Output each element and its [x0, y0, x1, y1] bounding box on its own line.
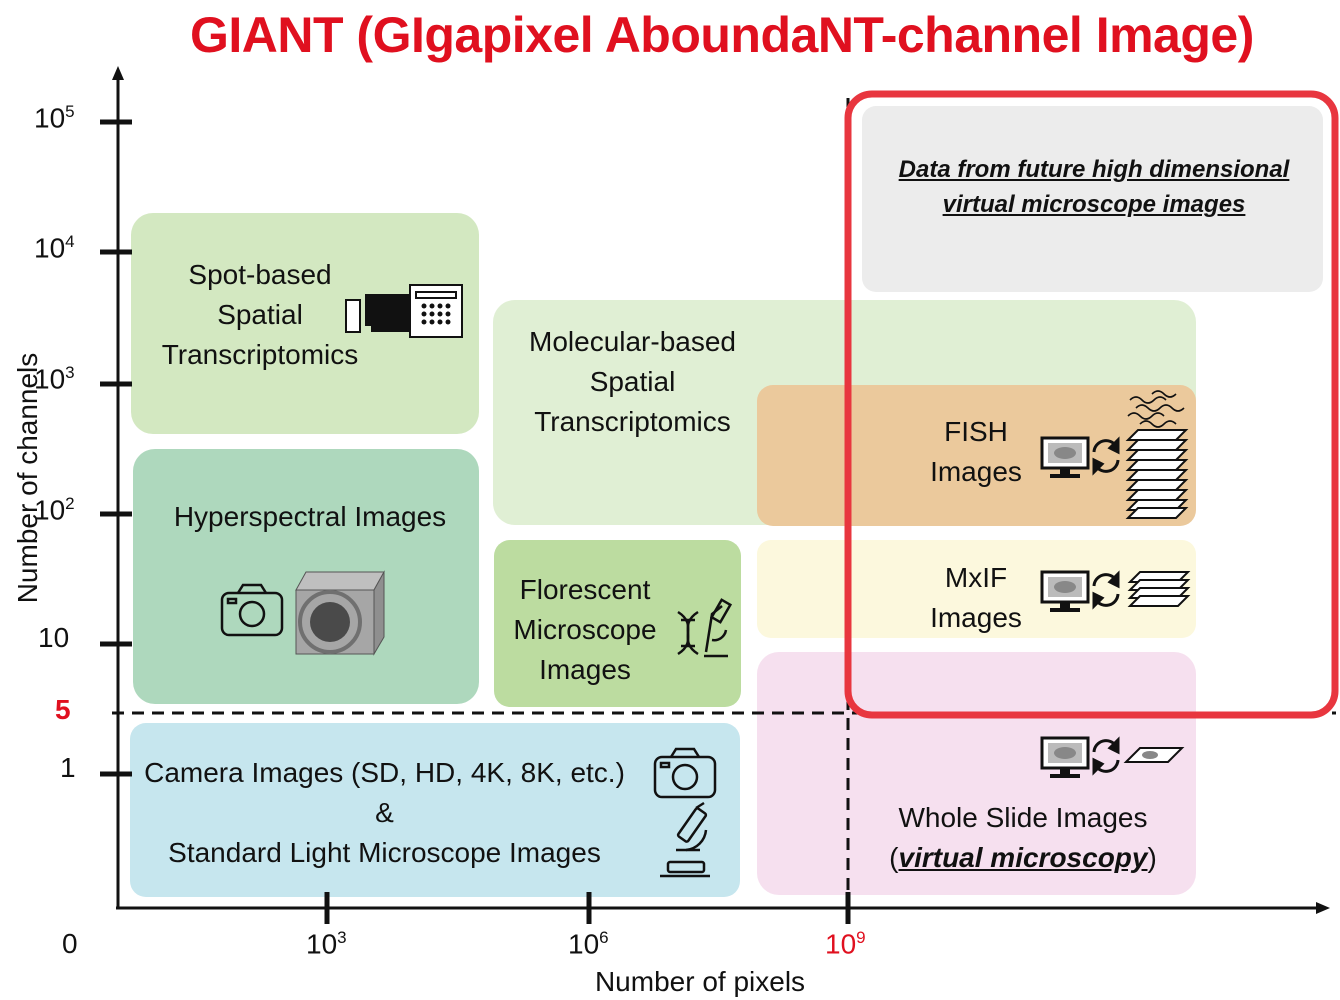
sync-arrows-icon	[1092, 736, 1120, 776]
y-axis-title: Number of channels	[12, 352, 43, 604]
microscope-icon	[660, 801, 710, 878]
sync-arrows-icon	[1092, 436, 1120, 476]
camera-label: Camera Images (SD, HD, 4K, 8K, etc.)&Sta…	[144, 757, 625, 868]
y-tick-label-1: 1	[60, 752, 76, 783]
x-tick-label-0: 0	[62, 928, 78, 959]
x-axis	[116, 902, 1330, 914]
hyperspectral-label: Hyperspectral Images	[173, 501, 447, 532]
virtual-microscopy-text: virtual microscopy	[898, 842, 1148, 873]
y-tick-label-10e2: 102	[34, 494, 75, 526]
y-tick-label-10e5: 105	[34, 102, 75, 134]
y-tick-label-10: 10	[38, 622, 70, 653]
camera-region	[130, 723, 740, 897]
y-tick-label-10e3: 103	[34, 363, 75, 395]
x-tick-label-10e9: 109	[825, 928, 866, 960]
monitor-icon	[1040, 736, 1090, 778]
giant-highlight-box	[844, 90, 1339, 719]
wavy-lines-icon	[1127, 390, 1185, 428]
slide-icon	[1123, 747, 1185, 763]
y-axis	[112, 66, 124, 908]
monitor-icon	[1040, 570, 1090, 612]
y-tick-label-5: 5	[55, 694, 71, 725]
x-tick-label-10e6: 106	[568, 928, 609, 960]
camera-icon	[653, 747, 717, 799]
hyperspectral-cube-icon	[295, 570, 385, 656]
computer-sequencer-icon	[345, 284, 463, 338]
y-tick-label-10e4: 104	[34, 232, 75, 264]
wsi-region	[757, 652, 1196, 895]
dna-microscope-icon	[677, 598, 733, 658]
x-tick-marks	[324, 892, 851, 924]
figure-title: GIANT (GIgapixel AboundaNT-channel Image…	[190, 7, 1254, 63]
wsi-label: Whole Slide Images (virtual microscopy)	[889, 802, 1157, 873]
y-tick-marks	[100, 119, 132, 777]
fish-region	[757, 385, 1196, 526]
future-data-region	[862, 106, 1323, 292]
slide-stack-icon	[1127, 571, 1191, 607]
slide-stack-icon	[1125, 429, 1189, 519]
x-tick-label-10e3: 103	[306, 928, 347, 960]
camera-icon	[220, 583, 284, 637]
florescent-region	[494, 540, 741, 707]
mxif-region	[757, 540, 1196, 638]
sync-arrows-icon	[1092, 570, 1120, 610]
monitor-icon	[1040, 436, 1090, 478]
x-axis-title: Number of pixels	[594, 966, 806, 997]
